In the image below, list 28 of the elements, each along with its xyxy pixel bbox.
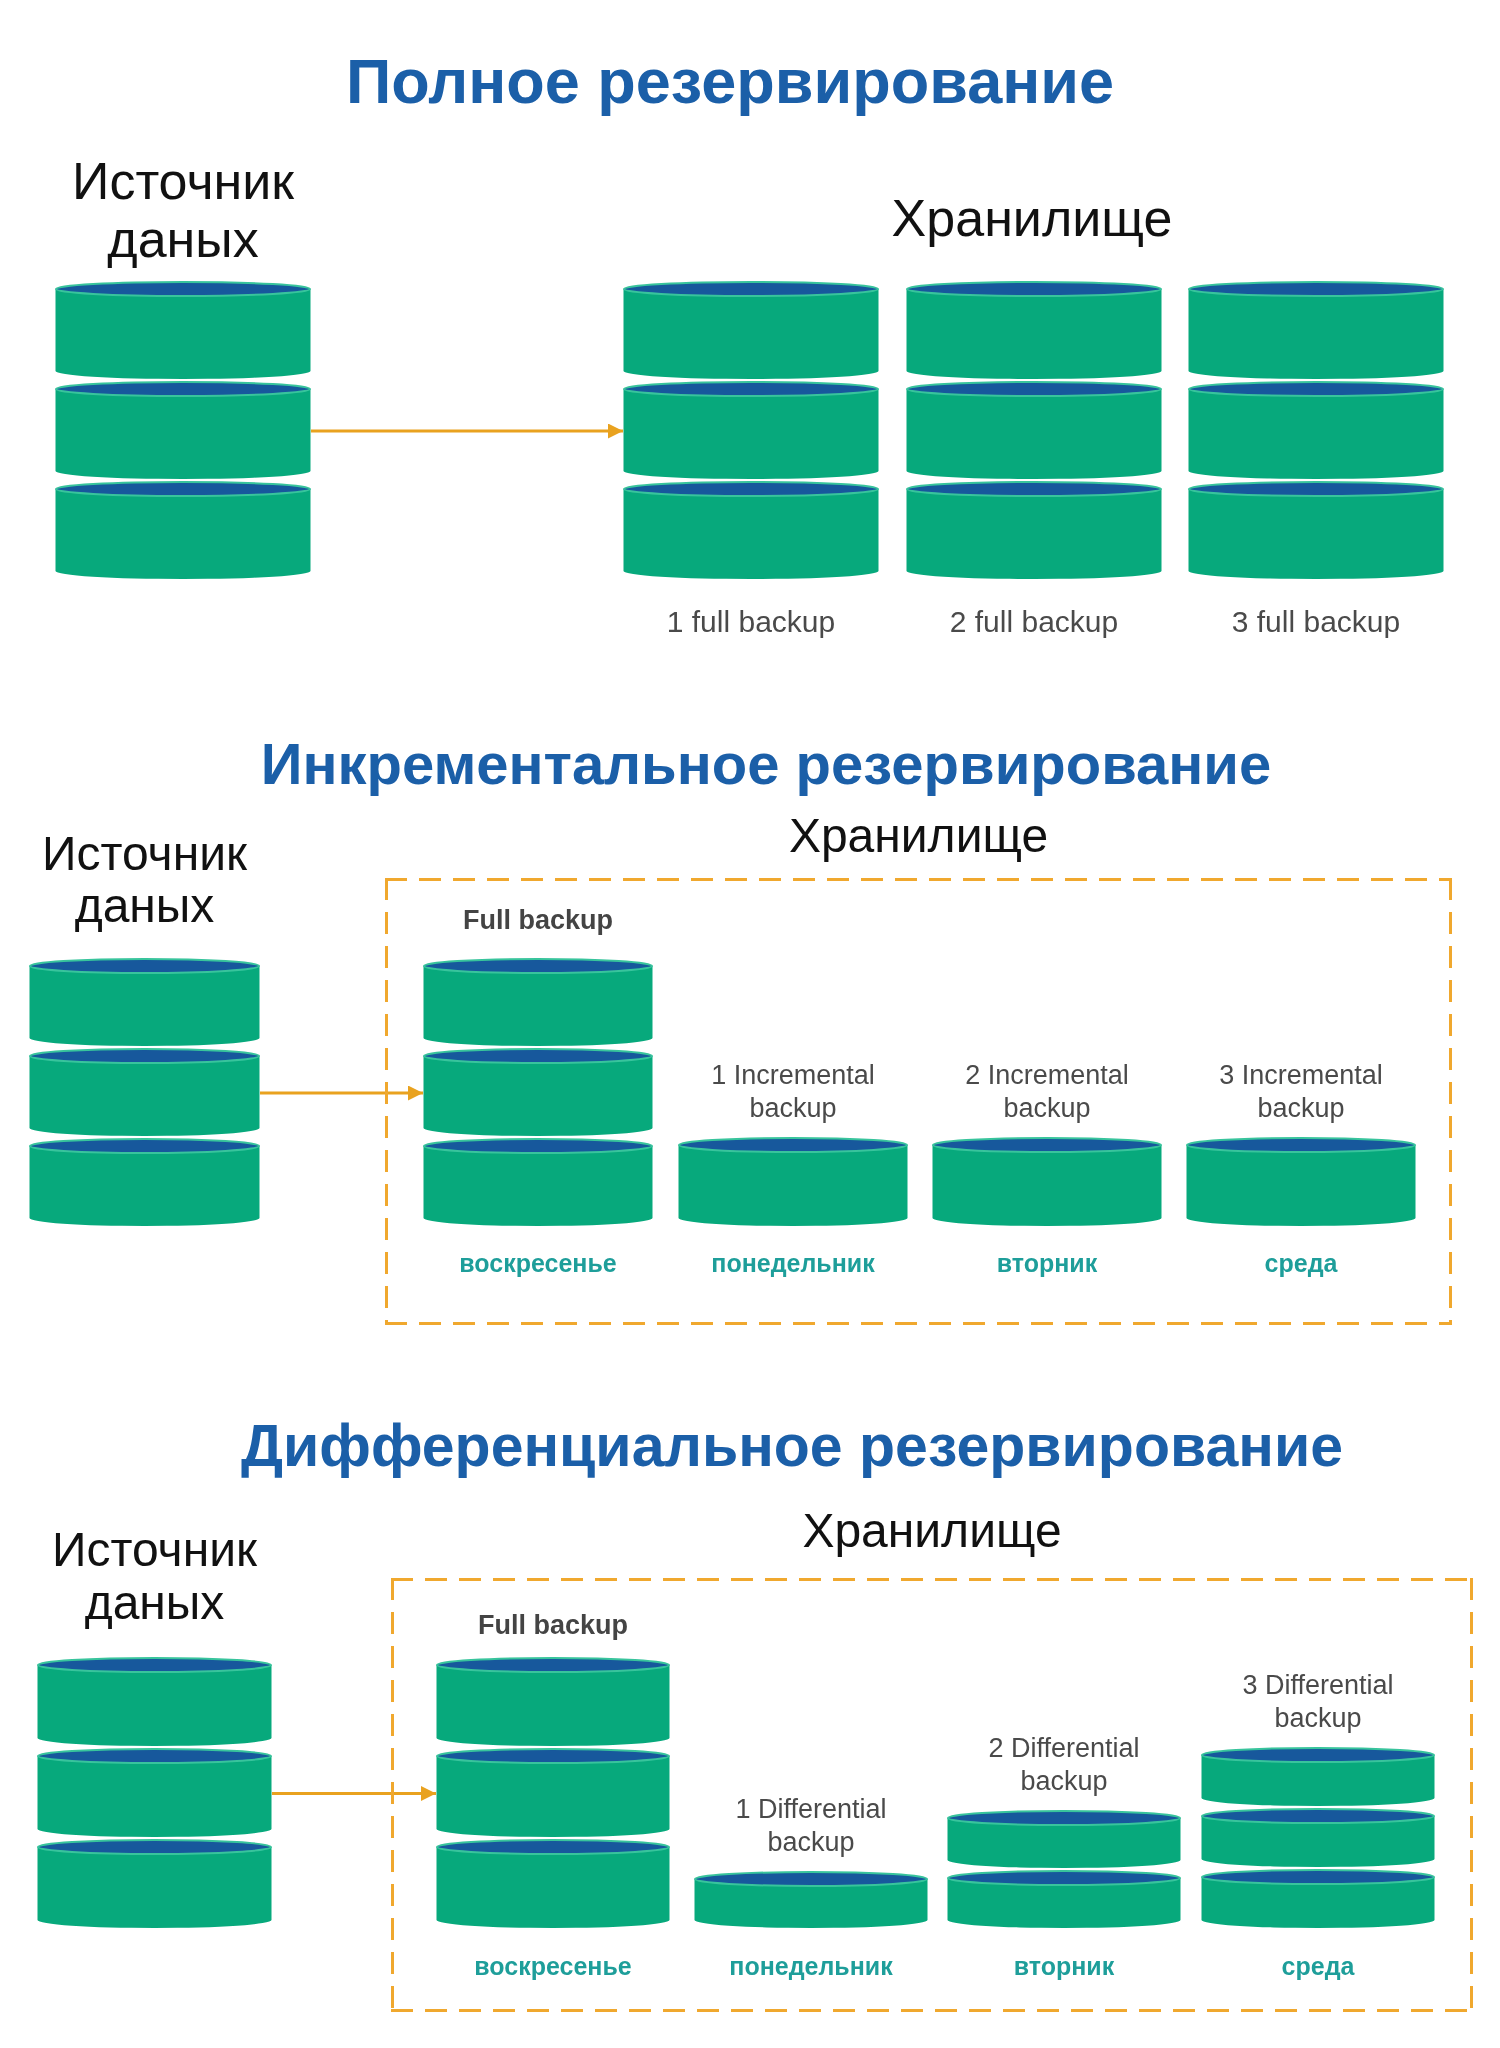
backup-label: 1 Incremental backup [710,1059,876,1125]
storage-heading: Хранилище [802,1504,1062,1558]
backup-label: 3 Differential backup [1241,1669,1395,1735]
backup-label: 3 Incremental backup [1218,1059,1384,1125]
section-title: Дифференциальное резервирование [241,1412,1343,1480]
backup-label: 1 Differential backup [734,1793,888,1859]
day-label: вторник [1013,1952,1115,1980]
day-label: воскресенье [459,1249,617,1277]
day-label: воскресенье [474,1952,632,1980]
backup-label: 2 Differential backup [987,1732,1141,1798]
storage-heading: Хранилище [788,809,1049,863]
backup-label: 2 full backup [949,605,1119,639]
section-title: Полное резервирование [346,45,1114,117]
day-label: понедельник [711,1249,875,1277]
storage-heading: Хранилище [891,188,1173,248]
backup-label: 1 full backup [666,605,836,639]
backup-label: Full backup [478,1610,628,1640]
backup-label: 2 Incremental backup [964,1059,1130,1125]
day-label: среда [1264,1249,1338,1277]
day-label: вторник [996,1249,1098,1277]
backup-label: Full backup [463,905,613,935]
backup-label: 3 full backup [1231,605,1401,639]
day-label: понедельник [729,1952,893,1980]
source-heading: Источник даных [41,828,248,932]
day-label: среда [1281,1952,1355,1980]
source-heading: Источник даных [71,152,295,268]
source-heading: Источник даных [51,1523,258,1629]
section-title: Инкрементальное резервирование [260,731,1272,797]
